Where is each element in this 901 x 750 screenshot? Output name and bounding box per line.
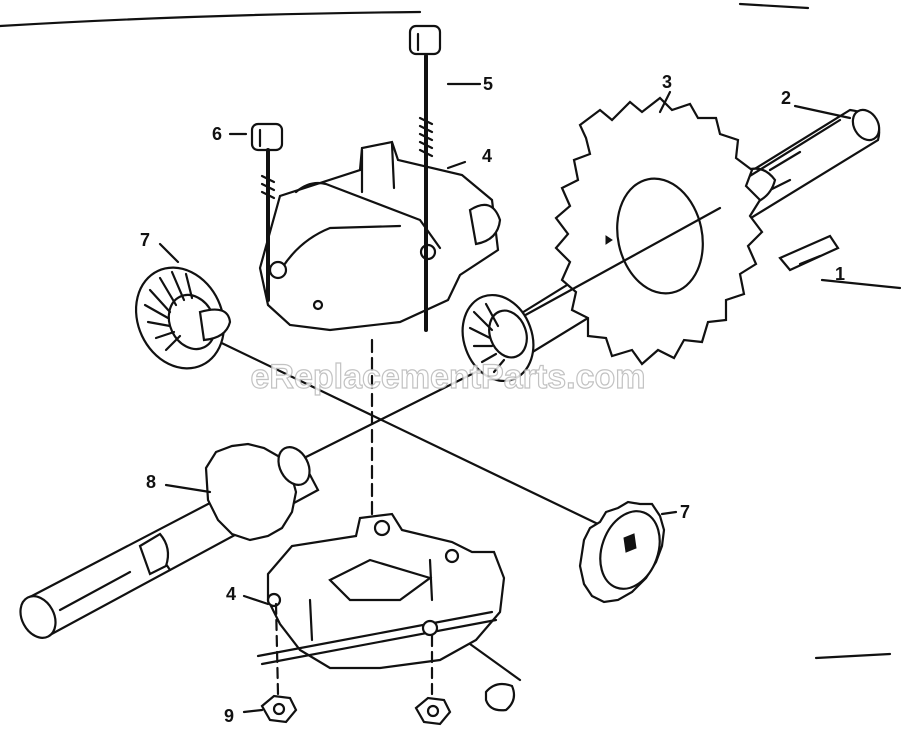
callout-9: 9	[224, 706, 234, 726]
large-sprocket	[518, 96, 764, 366]
lower-housing	[256, 512, 506, 670]
bevel-gear-upper-right	[461, 293, 535, 383]
callout-6: 6	[212, 124, 222, 144]
bevel-gear-left	[134, 266, 232, 370]
shaft-key	[778, 234, 901, 290]
callout-1: 1	[835, 264, 845, 284]
leader-lines	[158, 90, 852, 714]
callout-8: 8	[146, 472, 156, 492]
axle-shaft-lower	[19, 442, 320, 639]
callout-3: 3	[662, 72, 672, 92]
scan-edge-line	[814, 652, 892, 660]
hex-nuts	[260, 602, 522, 726]
watermark-text: eReplacementParts.com	[251, 358, 646, 396]
upper-housing	[258, 140, 502, 332]
callout-4-upper: 4	[482, 146, 492, 166]
callout-2: 2	[781, 88, 791, 108]
callout-5: 5	[483, 74, 493, 94]
callout-7-left: 7	[140, 230, 150, 250]
short-bolt	[228, 122, 284, 302]
callout-4-lower: 4	[226, 584, 236, 604]
scan-edge-line	[738, 2, 810, 10]
spur-gear-lower-right	[578, 500, 678, 604]
scan-edge-line	[0, 10, 422, 28]
callout-labels: 1 2 3 4 4 5 6 7 7 8 9	[140, 72, 845, 726]
callout-7-right: 7	[680, 502, 690, 522]
long-bolt	[408, 24, 482, 332]
